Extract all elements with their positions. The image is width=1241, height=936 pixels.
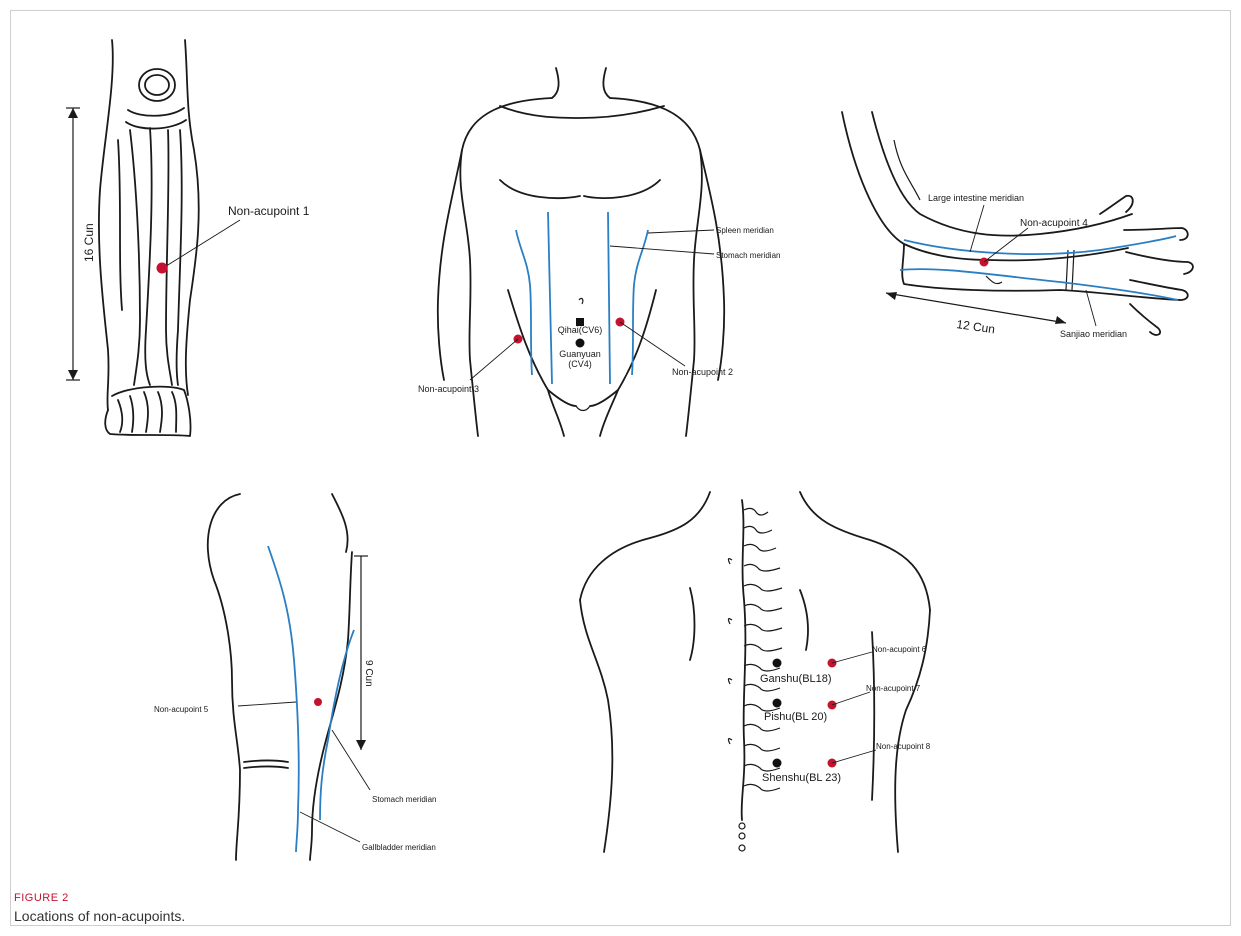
stomach-meridian-left-line (548, 212, 552, 384)
gallbladder-meridian-line (268, 546, 299, 852)
arrowhead-down-icon (356, 740, 366, 750)
non-acupoint-5-label: Non-acupoint 5 (154, 705, 209, 714)
non-acupoint-2-label: Non-acupoint 2 (672, 367, 733, 377)
non-acupoint-1-label: Non-acupoint 1 (228, 204, 310, 218)
non-acupoint-5-marker (314, 698, 322, 706)
abdomen-panel: Qihai(CV6) Guanyuan (CV4) Non-acupoint 3… (418, 68, 780, 436)
stomach-meridian-label-side: Stomach meridian (372, 795, 436, 804)
non-acupoint-7-label: Non-acupoint 7 (866, 684, 921, 693)
qihai-label: Qihai(CV6) (558, 325, 603, 335)
shenshu-marker (773, 759, 782, 768)
arm-panel: 12 Cun Non-acupoint 4 Large intestine me… (842, 112, 1193, 339)
arm-measure-label: 12 Cun (956, 317, 996, 336)
guanyuan-code-label: (CV4) (568, 359, 592, 369)
figure-number: FIGURE 2 (14, 892, 69, 904)
stomach-meridian-side-line (320, 630, 354, 820)
leg-panel: 16 Cun Non-acupoint 1 (66, 40, 310, 436)
side-measure-label: 9 Cun (363, 660, 374, 687)
arrowhead-right-icon (1055, 316, 1066, 324)
back-panel: Ganshu(BL18) Pishu(BL 20) Shenshu(BL 23)… (580, 492, 931, 852)
leg-measure-label: 16 Cun (82, 223, 96, 262)
pishu-marker (773, 699, 782, 708)
figure-canvas: 16 Cun Non-acupoint 1 (0, 0, 1241, 885)
sanjiao-meridian-line (900, 269, 1178, 300)
spleen-meridian-right-line (632, 230, 648, 375)
guanyuan-marker (576, 339, 585, 348)
non-acupoint-3-label: Non-acupoint 3 (418, 384, 479, 394)
large-intestine-meridian-line (904, 236, 1176, 254)
gallbladder-meridian-label: Gallbladder meridian (362, 843, 436, 852)
arrowhead-down-icon (68, 370, 78, 380)
spleen-meridian-label: Spleen meridian (716, 226, 774, 235)
large-intestine-meridian-label: Large intestine meridian (928, 193, 1024, 203)
non-acupoint-1-marker (157, 263, 168, 274)
shenshu-label: Shenshu(BL 23) (762, 772, 841, 784)
ganshu-label: Ganshu(BL18) (760, 673, 832, 685)
figure-caption: Locations of non-acupoints. (14, 908, 185, 924)
sanjiao-meridian-label: Sanjiao meridian (1060, 329, 1127, 339)
guanyuan-label: Guanyuan (559, 349, 601, 359)
non-acupoint-4-label: Non-acupoint 4 (1020, 218, 1088, 229)
arrowhead-up-icon (68, 108, 78, 118)
pishu-label: Pishu(BL 20) (764, 711, 827, 723)
ganshu-marker (773, 659, 782, 668)
arm-measure-line (886, 293, 1066, 323)
arrowhead-left-icon (886, 292, 897, 300)
non-acupoint-6-label: Non-acupoint 6 (872, 645, 927, 654)
non-acupoint-8-label: Non-acupoint 8 (876, 742, 931, 751)
stomach-meridian-right-line (608, 212, 610, 384)
stomach-meridian-label-abdomen: Stomach meridian (716, 251, 780, 260)
side-panel: 9 Cun Non-acupoint 5 Stomach meridian Ga… (154, 494, 436, 860)
